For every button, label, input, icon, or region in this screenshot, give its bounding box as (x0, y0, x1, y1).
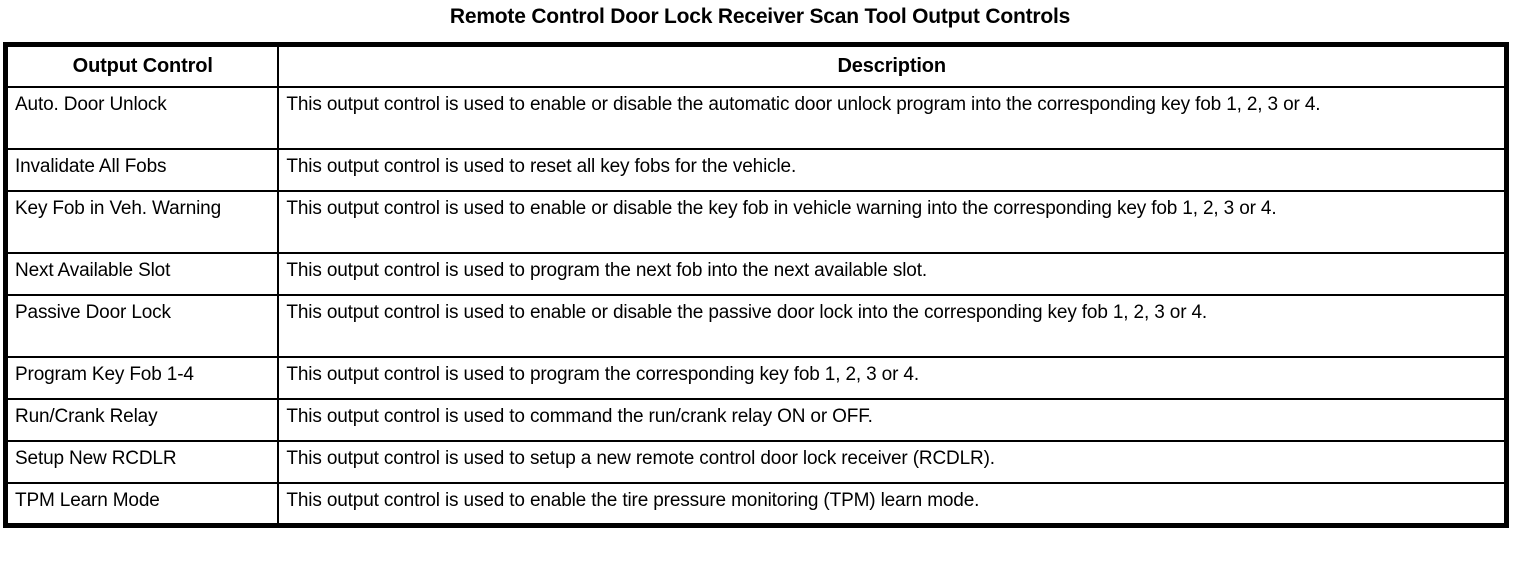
table-header-row: Output Control Description (5, 44, 1507, 88)
cell-description: This output control is used to enable or… (278, 294, 1507, 358)
cell-output-control: Key Fob in Veh. Warning (5, 190, 280, 254)
column-header-description: Description (278, 44, 1507, 88)
output-controls-table-wrap: Output Control Description Auto. Door Un… (3, 42, 1509, 528)
page-title: Remote Control Door Lock Receiver Scan T… (449, 5, 1071, 28)
cell-description: This output control is used to reset all… (278, 148, 1507, 192)
cell-description: This output control is used to enable or… (278, 190, 1507, 254)
cell-output-control: Run/Crank Relay (5, 398, 280, 442)
cell-output-control: Passive Door Lock (5, 294, 280, 358)
cell-description: This output control is used to setup a n… (278, 440, 1507, 484)
cell-output-control: Program Key Fob 1-4 (5, 356, 280, 400)
cell-description: This output control is used to program t… (278, 356, 1507, 400)
cell-output-control: TPM Learn Mode (5, 482, 280, 525)
table-header: Output Control Description (5, 44, 1507, 88)
cell-output-control: Auto. Door Unlock (5, 86, 280, 150)
cell-description: This output control is used to program t… (278, 252, 1507, 296)
cell-output-control: Next Available Slot (5, 252, 280, 296)
cell-output-control: Invalidate All Fobs (5, 148, 280, 192)
cell-description: This output control is used to command t… (278, 398, 1507, 442)
cell-output-control: Setup New RCDLR (5, 440, 280, 484)
cell-description: This output control is used to enable or… (278, 86, 1507, 150)
cell-description: This output control is used to enable th… (278, 482, 1507, 525)
column-header-output-control: Output Control (5, 44, 280, 88)
output-controls-table: Output Control Description Auto. Door Un… (3, 42, 1509, 528)
